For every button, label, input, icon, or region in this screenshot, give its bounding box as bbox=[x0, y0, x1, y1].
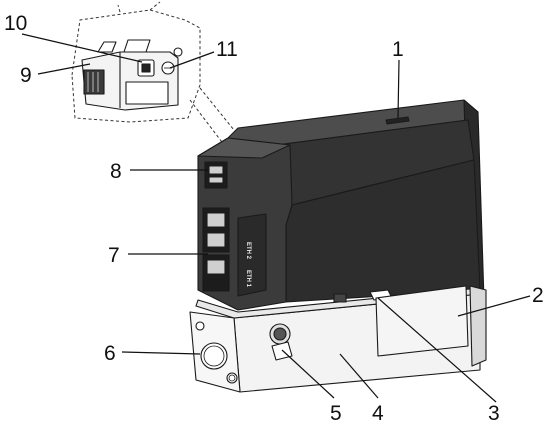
leader-lines bbox=[21, 33, 531, 403]
callout-6: 6 bbox=[104, 342, 116, 365]
callout-1: 1 bbox=[392, 38, 404, 61]
leader-3 bbox=[377, 297, 497, 403]
callout-2: 2 bbox=[532, 284, 544, 307]
callout-11: 11 bbox=[216, 38, 238, 61]
leader-4 bbox=[339, 353, 379, 399]
leader-2 bbox=[457, 295, 531, 317]
leader-5 bbox=[281, 349, 335, 399]
callout-numbers: 1 2 3 4 5 6 7 8 9 10 11 bbox=[4, 12, 544, 424]
callout-10: 10 bbox=[4, 12, 27, 35]
leader-1 bbox=[397, 59, 400, 119]
device-base bbox=[189, 285, 487, 393]
leader-10 bbox=[21, 33, 143, 63]
callout-4: 4 bbox=[372, 402, 384, 424]
callout-3: 3 bbox=[488, 402, 500, 424]
port-label-lower: ETH 1 bbox=[245, 270, 251, 288]
leader-9 bbox=[37, 63, 91, 75]
callout-8: 8 bbox=[110, 160, 122, 183]
projection-line bbox=[199, 87, 239, 136]
callout-5: 5 bbox=[330, 402, 342, 424]
inset-detail bbox=[71, 1, 201, 123]
leader-11 bbox=[169, 51, 215, 69]
leader-6 bbox=[121, 351, 201, 355]
callout-7: 7 bbox=[108, 244, 120, 267]
port-label-upper: ETH 2 bbox=[245, 242, 251, 260]
device-body: ETH 2 ETH 1 bbox=[197, 99, 485, 311]
callout-9: 9 bbox=[20, 64, 32, 87]
